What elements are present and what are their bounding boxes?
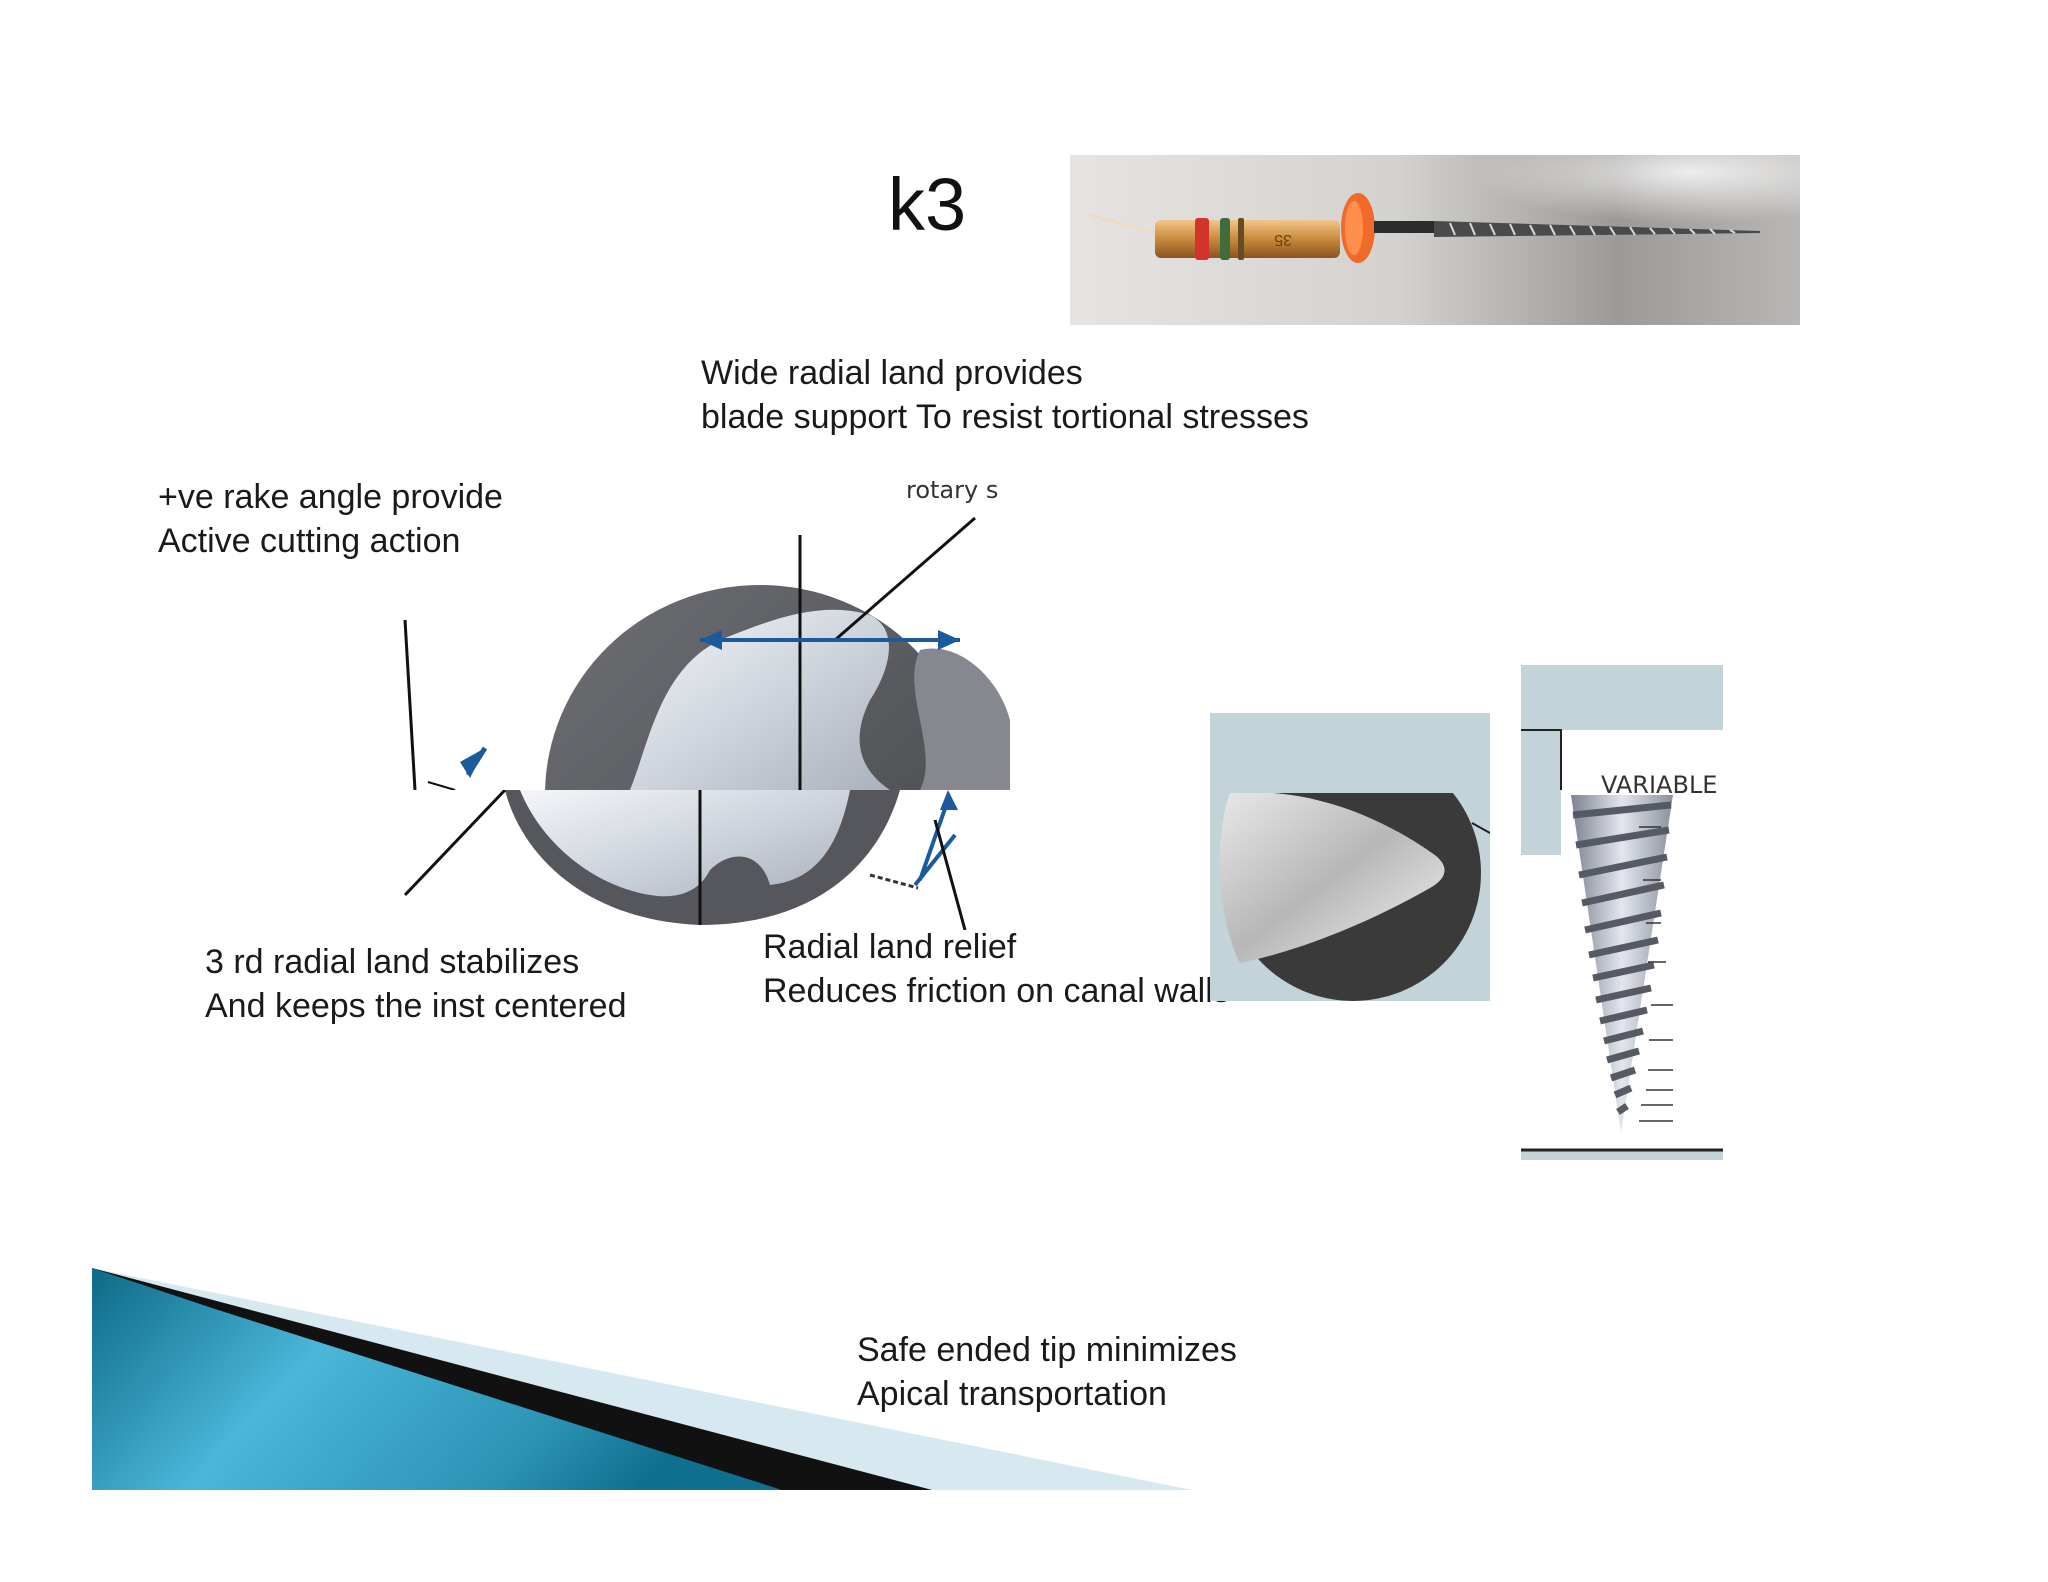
pitch-clip-label: VARIABLE PIT — [1601, 771, 1723, 799]
note-third-radial-land: 3 rd radial land stabilizes And keeps th… — [205, 940, 627, 1028]
note-line: Reduces friction on canal walls — [763, 972, 1230, 1010]
note-safe-tip: Safe ended tip minimizes Apical transpor… — [857, 1328, 1237, 1416]
note-line: Active cutting action — [158, 522, 461, 560]
note-line: Radial land relief — [763, 928, 1017, 966]
note-line: And keeps the inst centered — [205, 987, 627, 1025]
cross-section-lower — [403, 790, 967, 930]
note-line: Safe ended tip minimizes — [857, 1331, 1237, 1369]
cross-section-upper: rotary s — [403, 476, 1010, 790]
tip-micrograph — [1210, 713, 1490, 1001]
svg-text:35: 35 — [1274, 231, 1292, 248]
slide-title: k3 — [888, 163, 967, 246]
note-rake-angle: +ve rake angle provide Active cutting ac… — [158, 475, 503, 563]
note-line: 3 rd radial land stabilizes — [205, 943, 580, 981]
k3-file-photo: 35 — [1070, 155, 1800, 325]
note-line: Wide radial land provides — [701, 354, 1083, 392]
note-line: +ve rake angle provide — [158, 478, 503, 516]
note-line: blade support To resist tortional stress… — [701, 398, 1309, 436]
cross-section-clip-label: rotary s — [906, 476, 998, 504]
variable-pitch-diagram: VARIABLE PIT — [1521, 665, 1723, 1160]
corner-swoosh — [92, 1268, 1192, 1490]
note-radial-land: Wide radial land provides blade support … — [701, 351, 1309, 439]
note-line: Apical transportation — [857, 1375, 1167, 1413]
note-land-relief: Radial land relief Reduces friction on c… — [763, 925, 1230, 1013]
